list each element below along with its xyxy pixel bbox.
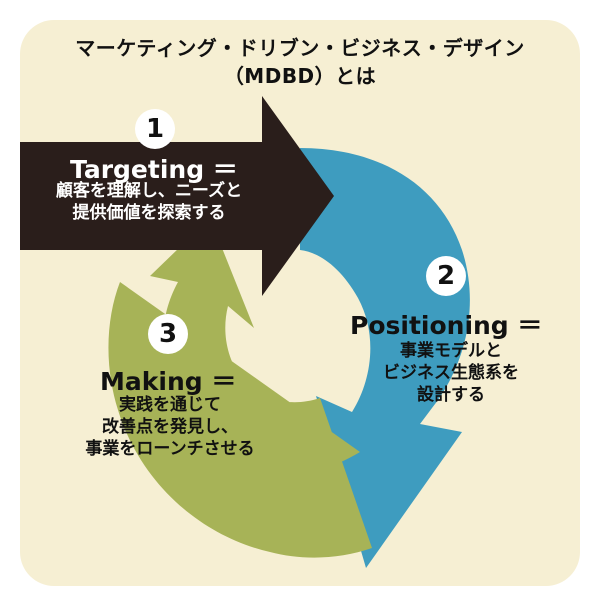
step-3-heading: Making ＝	[100, 367, 237, 396]
targeting-arrow	[20, 96, 334, 296]
step-1-description: 顧客を理解し、ニーズと 提供価値を探索する	[18, 180, 280, 224]
step-2-line-1: 事業モデルと	[400, 341, 502, 361]
step-3-description: 実践を通じて 改善点を発見し、 事業をローンチさせる	[52, 394, 288, 460]
making-arrow	[108, 218, 373, 558]
step-1-heading: Targeting ＝	[70, 155, 238, 184]
diagram-title-line-1: マーケティング・ドリブン・ビジネス・デザイン	[75, 36, 525, 60]
step-1-line-2: 提供価値を探索する	[72, 203, 226, 223]
step-3-line-1: 実践を通じて	[119, 395, 221, 415]
step-2-description: 事業モデルと ビジネス生態系を 設計する	[356, 340, 546, 406]
step-3-line-2: 改善点を発見し、	[102, 417, 238, 437]
step-1-number-badge: 1	[135, 109, 175, 149]
diagram-title-line-2: （MDBD）とは	[223, 64, 377, 88]
step-1-line-1: 顧客を理解し、ニーズと	[55, 181, 243, 201]
step-2-number-badge: 2	[426, 256, 466, 296]
step-2-line-2: ビジネス生態系を	[383, 363, 519, 383]
step-2-heading: Positioning ＝	[350, 311, 543, 340]
step-3-number-badge: 3	[148, 314, 188, 354]
step-2-line-3: 設計する	[417, 385, 485, 405]
step-3-line-3: 事業をローンチさせる	[85, 439, 255, 459]
